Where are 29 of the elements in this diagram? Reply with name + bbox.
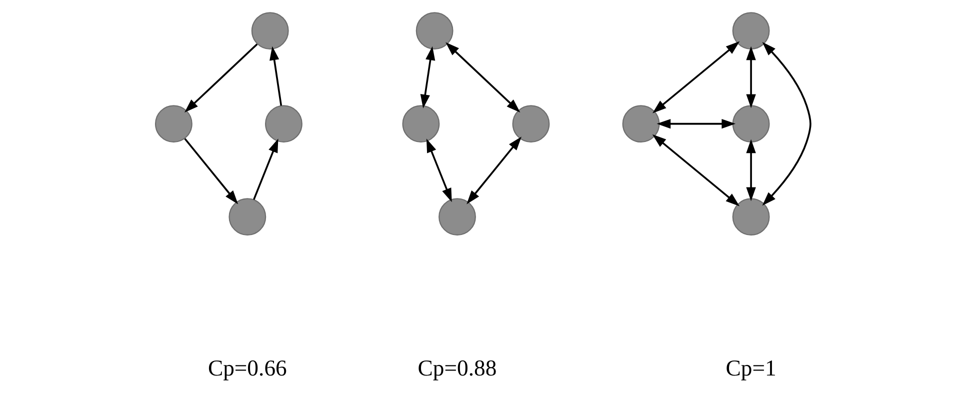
arrow [184, 138, 238, 204]
node-circle [732, 198, 770, 236]
node-circle [402, 105, 440, 143]
node-circle [512, 105, 550, 143]
node-circle [154, 105, 192, 143]
arrow [762, 42, 811, 206]
label: Cp=1 [725, 356, 776, 381]
node-circle [622, 105, 660, 143]
arrow [652, 41, 740, 114]
node-circle [438, 198, 476, 236]
arrow [426, 138, 452, 202]
arrow [746, 139, 756, 202]
label: Cp=0.88 [417, 356, 496, 381]
node-circle [250, 12, 288, 50]
node-circle [264, 105, 302, 143]
arrow [656, 118, 736, 129]
node-circle [732, 105, 770, 143]
node-circle [732, 12, 770, 50]
arrow [252, 138, 278, 200]
arrow [184, 44, 258, 112]
arrow [269, 46, 282, 106]
node-circle [415, 12, 453, 50]
node-circle [228, 198, 266, 236]
arrow [420, 46, 435, 108]
arrow [445, 42, 520, 112]
arrow [746, 46, 756, 108]
label: Cp=0.66 [207, 356, 286, 381]
arrow [466, 136, 522, 204]
arrow [652, 134, 740, 206]
